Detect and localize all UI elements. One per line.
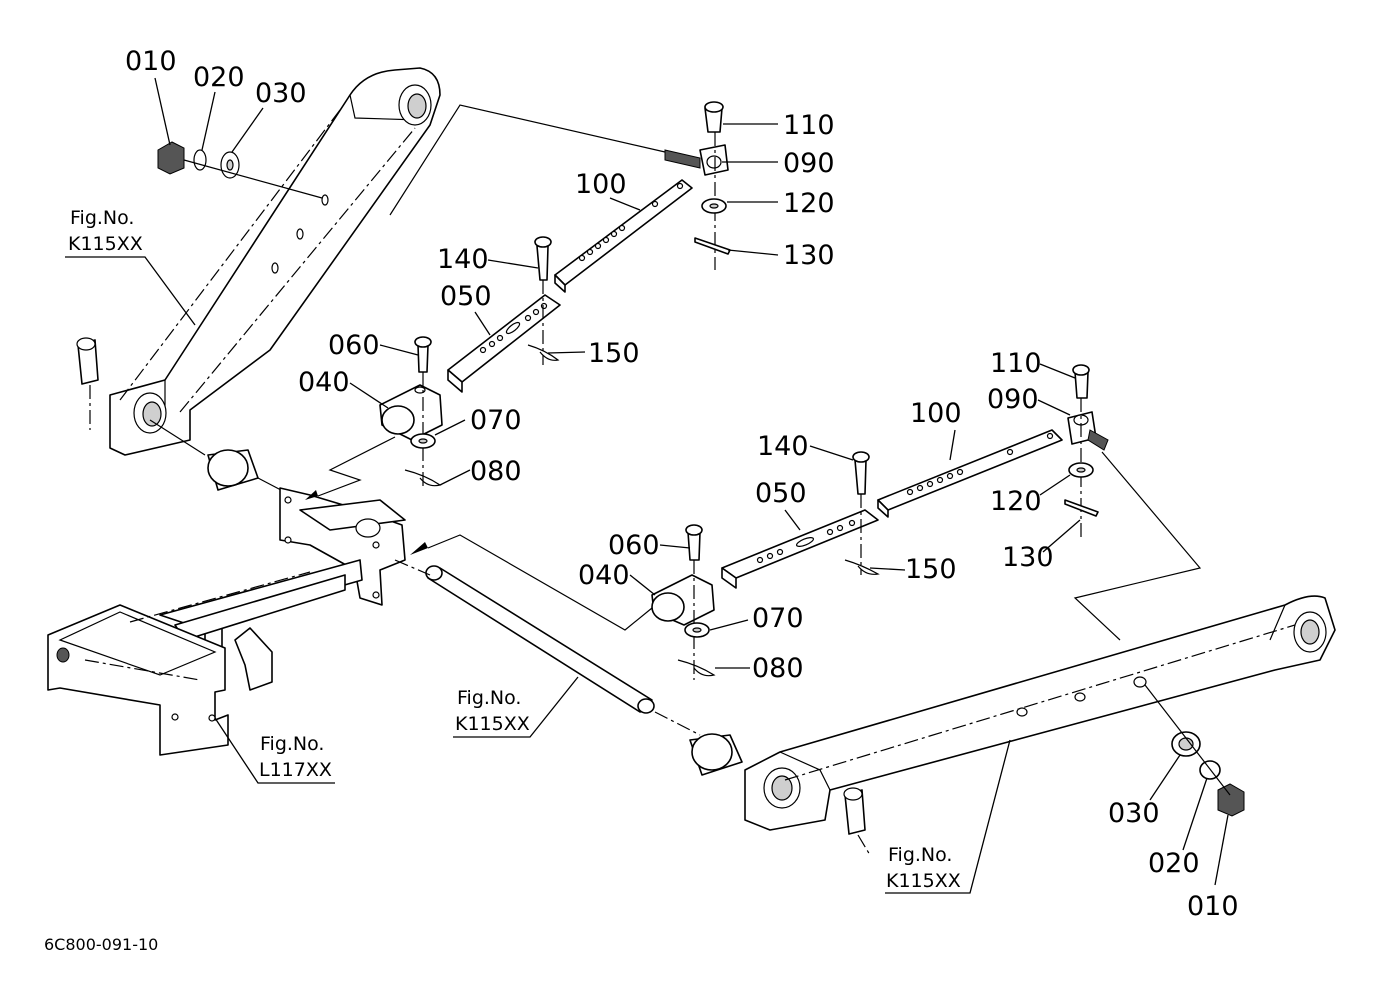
label-130: 130 [783, 240, 835, 271]
label-100: 100 [910, 398, 962, 429]
label-140: 140 [757, 431, 809, 462]
label-080: 080 [470, 456, 522, 487]
label-030: 030 [255, 78, 307, 109]
right-stabilizer [410, 364, 1202, 680]
label-040: 040 [578, 560, 630, 591]
lower-right-lift-arm [744, 595, 1336, 831]
lower-right-hardware [1144, 684, 1245, 817]
label-020: 020 [193, 62, 245, 93]
label-120: 120 [783, 188, 835, 219]
label-150: 150 [588, 338, 640, 369]
right-arm-pin [843, 787, 871, 856]
drawbar-frame [47, 487, 406, 756]
figref-frame-line2: L117XX [259, 759, 332, 781]
right-part-labels: 110 090 100 140 050 120 060 130 150 040 … [578, 348, 1239, 922]
left-arm-pin [76, 337, 99, 430]
figref-shaft-line2: K115XX [455, 713, 530, 735]
label-140: 140 [437, 244, 489, 275]
label-070: 070 [470, 405, 522, 436]
label-010: 010 [1187, 891, 1239, 922]
leader-lines [65, 77, 1229, 894]
label-130: 130 [1002, 542, 1054, 573]
figref-lower-right-line1: Fig.No. [888, 844, 952, 866]
left-part-labels: 010 020 030 110 090 100 120 130 140 050 … [125, 46, 835, 487]
label-110: 110 [990, 348, 1042, 379]
drawing-code: 6C800-091-10 [44, 935, 158, 954]
label-010: 010 [125, 46, 177, 77]
label-080: 080 [752, 653, 804, 684]
cross-shaft [394, 559, 701, 736]
label-050: 050 [755, 478, 807, 509]
label-150: 150 [905, 554, 957, 585]
label-040: 040 [298, 367, 350, 398]
label-030: 030 [1108, 798, 1160, 829]
label-020: 020 [1148, 848, 1200, 879]
label-060: 060 [328, 330, 380, 361]
figref-lower-right-line2: K115XX [886, 870, 961, 892]
label-050: 050 [440, 281, 492, 312]
upper-left-lift-arm [109, 67, 441, 456]
figref-shaft-line1: Fig.No. [457, 687, 521, 709]
label-100: 100 [575, 169, 627, 200]
left-stabilizer [305, 101, 731, 500]
figref-upper-left-line1: Fig.No. [70, 207, 134, 229]
label-110: 110 [783, 110, 835, 141]
label-090: 090 [783, 148, 835, 179]
figure-references: Fig.No. K115XX Fig.No. K115XX Fig.No. L1… [68, 207, 961, 892]
upper-left-hardware [157, 141, 323, 199]
label-090: 090 [987, 384, 1039, 415]
label-120: 120 [990, 486, 1042, 517]
figref-frame-line1: Fig.No. [260, 733, 324, 755]
label-060: 060 [608, 530, 660, 561]
label-070: 070 [752, 603, 804, 634]
right-bushing [689, 733, 743, 776]
figref-upper-left-line2: K115XX [68, 233, 143, 255]
